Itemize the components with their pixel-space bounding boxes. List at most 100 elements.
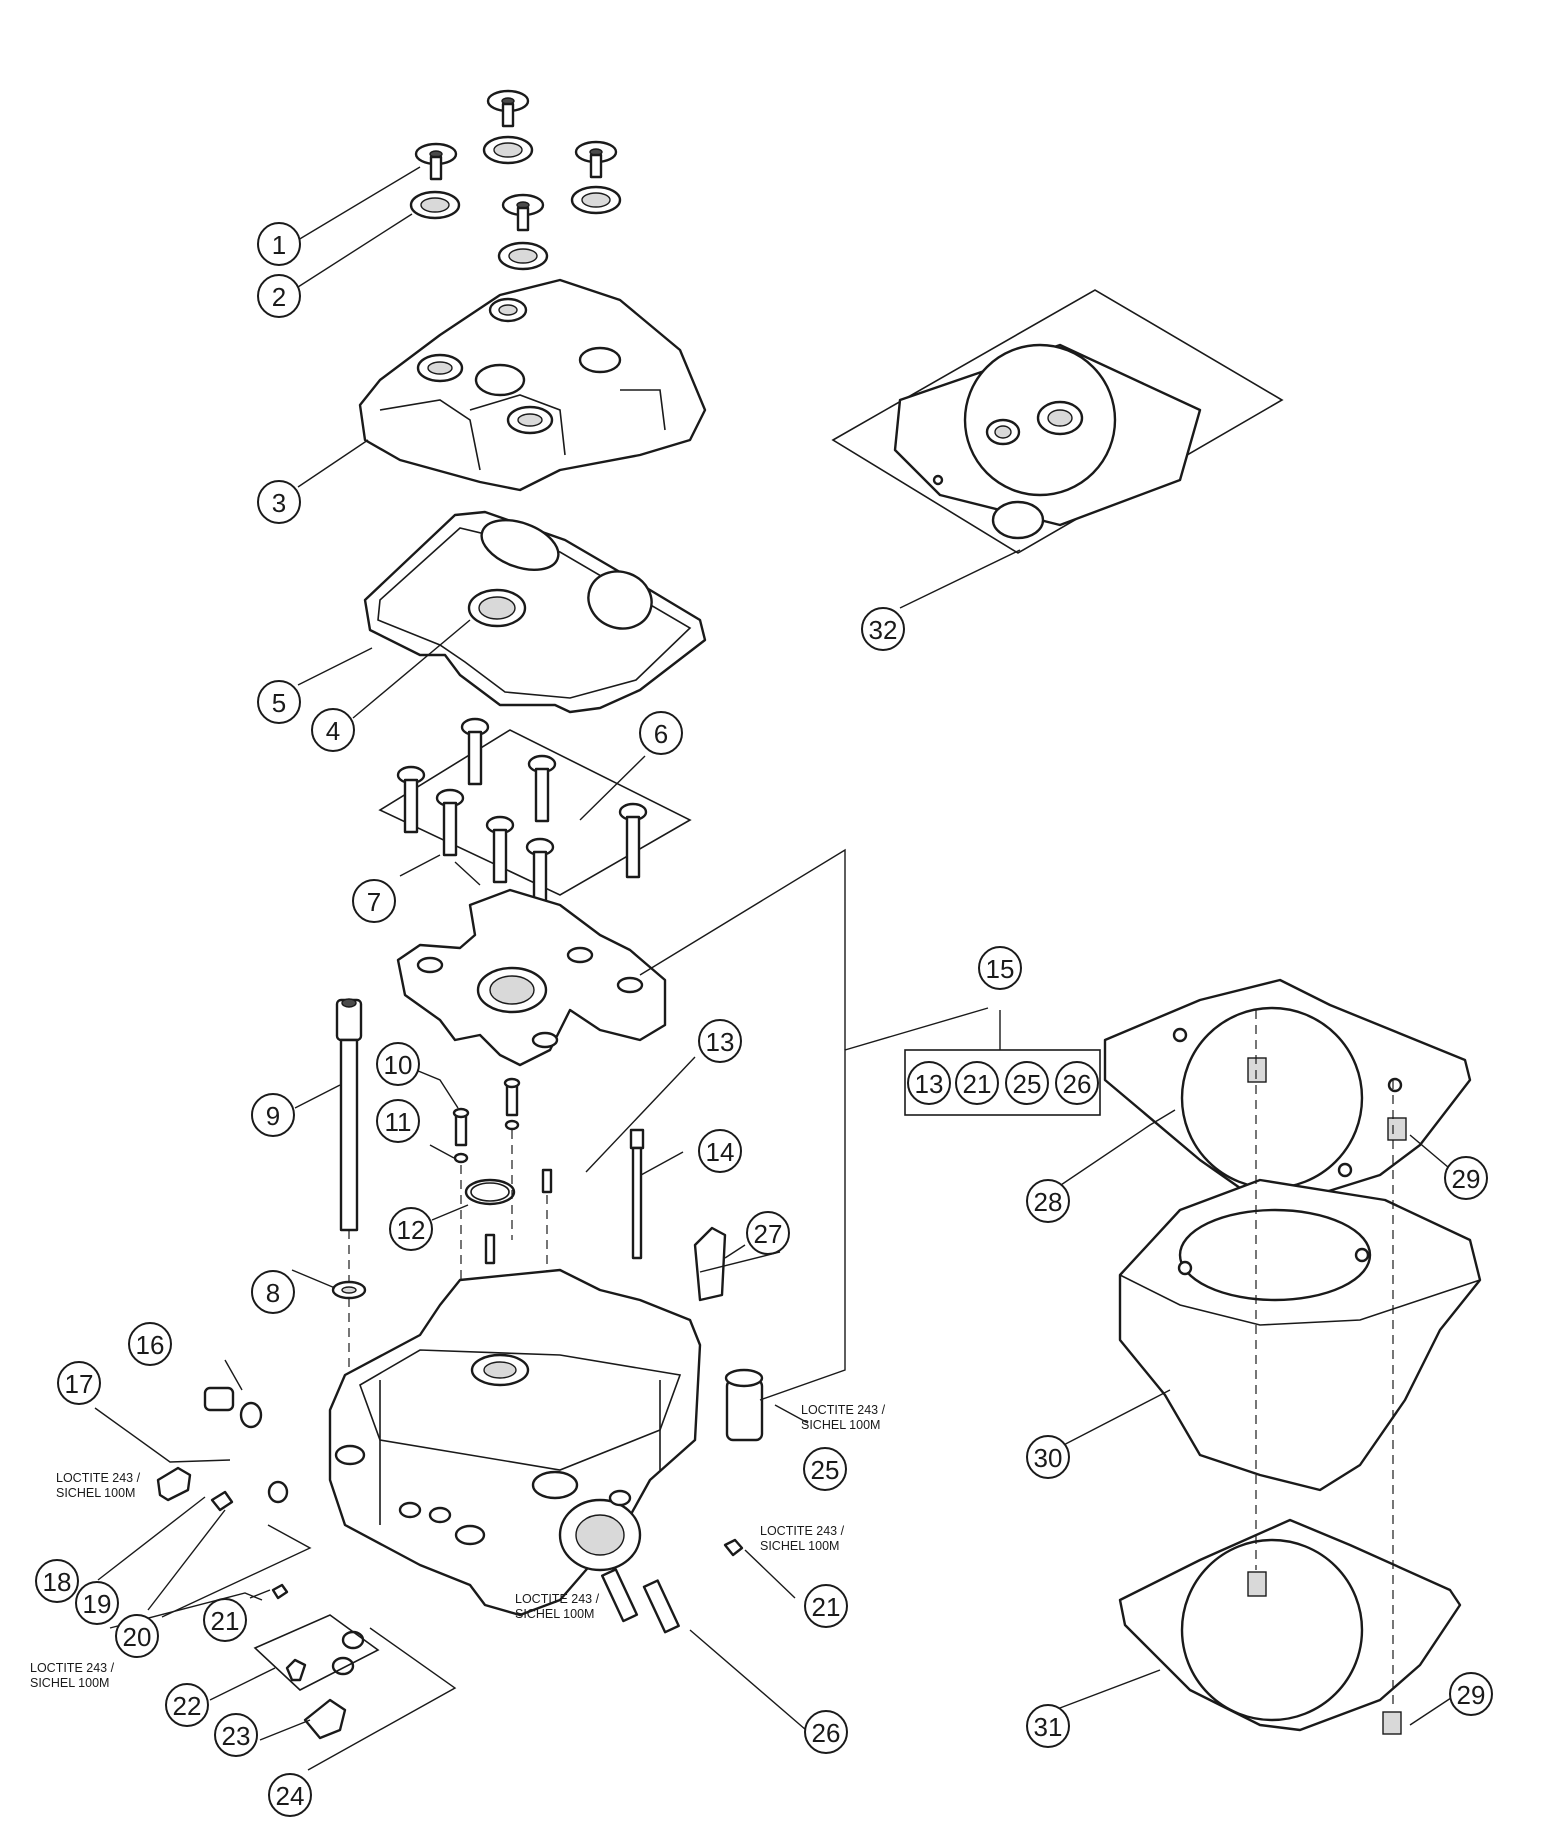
callout-29: 29 (1444, 1156, 1488, 1200)
note-line: SICHEL 100M (515, 1607, 594, 1621)
valve-cover-screws (409, 89, 622, 271)
note-line: LOCTITE 243 / (801, 1403, 886, 1417)
callout-number: 29 (1452, 1164, 1481, 1194)
callout-number: 15 (986, 954, 1015, 984)
callout-number: 1 (272, 230, 286, 260)
callout-number: 12 (397, 1215, 426, 1245)
callout-number: 10 (384, 1050, 413, 1080)
cylinder-head (328, 1268, 702, 1617)
callout-circle (251, 1093, 295, 1137)
kit-member-26: 26 (1055, 1061, 1099, 1105)
callout-number: 5 (272, 688, 286, 718)
note-line: SICHEL 100M (760, 1539, 839, 1553)
callout-7: 7 (352, 879, 396, 923)
valve-cover (358, 278, 707, 492)
loctite-note-26: LOCTITE 243 / SICHEL 100M (515, 1592, 600, 1621)
loctite-note-18: LOCTITE 243 / SICHEL 100M (56, 1471, 141, 1500)
callout-circle (115, 1614, 159, 1658)
kit-member-21: 21 (955, 1061, 999, 1105)
callout-circle (746, 1211, 790, 1255)
callout-number: 28 (1034, 1187, 1063, 1217)
callout-28: 28 (1026, 1179, 1070, 1223)
callout-21: 21 (203, 1598, 247, 1642)
callout-circle (376, 1042, 420, 1086)
callout-circle (1026, 1179, 1070, 1223)
callout-number: 19 (83, 1589, 112, 1619)
callout-number: 25 (811, 1455, 840, 1485)
callout-circle (376, 1099, 420, 1143)
cylinder-base-gasket (1118, 1010, 1462, 1735)
callout-number: 3 (272, 488, 286, 518)
callout-circle (698, 1129, 742, 1173)
callout-number: 11 (385, 1107, 412, 1137)
callout-27: 27 (746, 1211, 790, 1255)
callout-25: 25 (803, 1447, 847, 1491)
note-line: SICHEL 100M (30, 1676, 109, 1690)
callout-circle (1005, 1061, 1049, 1105)
kit-group-15 (904, 1049, 1101, 1116)
callout-17: 17 (57, 1361, 101, 1405)
valve-cover-gasket (363, 510, 707, 714)
callout-circle (803, 1447, 847, 1491)
callout-23: 23 (214, 1713, 258, 1757)
callout-number: 4 (326, 716, 340, 746)
callout-circle (389, 1207, 433, 1251)
head-plugs-and-fittings (156, 1368, 764, 1740)
note-line: LOCTITE 243 / (760, 1524, 845, 1538)
note-line: LOCTITE 243 / (30, 1661, 115, 1675)
note-line: SICHEL 100M (56, 1486, 135, 1500)
callout-number: 17 (65, 1369, 94, 1399)
callout-circle (257, 680, 301, 724)
callout-number: 21 (963, 1069, 992, 1099)
callout-11: 11 (376, 1099, 420, 1143)
callout-circle (698, 1019, 742, 1063)
callout-number: 30 (1034, 1443, 1063, 1473)
callout-number: 22 (173, 1691, 202, 1721)
callout-circle (311, 708, 355, 752)
callout-18: 18 (35, 1559, 79, 1603)
callout-circle (257, 480, 301, 524)
cam-bridge-screws (378, 717, 692, 906)
callout-number: 9 (266, 1101, 280, 1131)
callout-number: 26 (1063, 1069, 1092, 1099)
callout-14: 14 (698, 1129, 742, 1173)
callout-circle (268, 1773, 312, 1817)
callout-number: 16 (136, 1330, 165, 1360)
note-line: LOCTITE 243 / (515, 1592, 600, 1606)
callout-circle (639, 711, 683, 755)
callout-circle (804, 1710, 848, 1754)
callout-circle (907, 1061, 951, 1105)
note-line: SICHEL 100M (801, 1418, 880, 1432)
callout-26: 26 (804, 1710, 848, 1754)
callout-number: 13 (915, 1069, 944, 1099)
callout-number: 21 (812, 1592, 841, 1622)
callout-number: 25 (1013, 1069, 1042, 1099)
callout-19: 19 (75, 1581, 119, 1625)
callout-31: 31 (1026, 1704, 1070, 1748)
small-fittings (452, 1077, 727, 1380)
callout-30: 30 (1026, 1435, 1070, 1479)
callout-circle (57, 1361, 101, 1405)
callout-8: 8 (251, 1270, 295, 1314)
cam-bearing-bridge (396, 888, 667, 1067)
callout-13: 13 (698, 1019, 742, 1063)
callout-15: 15 (978, 946, 1022, 990)
callout-number: 7 (367, 887, 381, 917)
callout-2: 2 (257, 274, 301, 318)
callout-4: 4 (311, 708, 355, 752)
callout-number: 8 (266, 1278, 280, 1308)
callout-number: 31 (1034, 1712, 1063, 1742)
callout-circle (35, 1559, 79, 1603)
callout-12: 12 (389, 1207, 433, 1251)
cylinder-head-gasket (1103, 978, 1472, 1202)
cylinder (1118, 1117, 1482, 1492)
callout-circle (257, 274, 301, 318)
callout-circle (804, 1584, 848, 1628)
callout-10: 10 (376, 1042, 420, 1086)
kit-member-25: 25 (1005, 1061, 1049, 1105)
callout-number: 6 (654, 719, 668, 749)
callout-32: 32 (861, 607, 905, 651)
callout-number: 21 (211, 1606, 240, 1636)
